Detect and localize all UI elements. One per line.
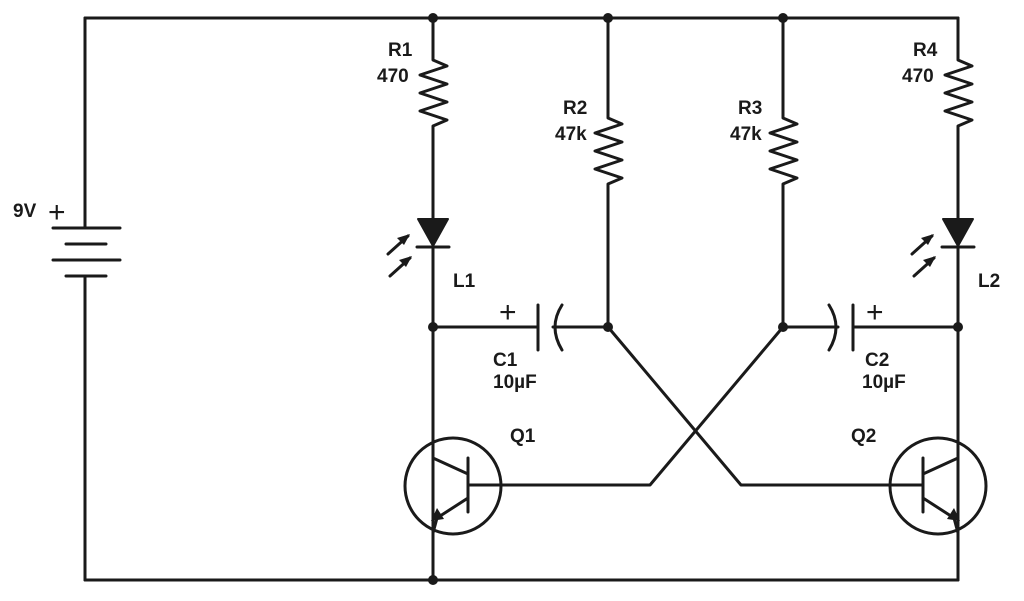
- cross-coupling-wires: [498, 325, 895, 487]
- junction-dot: [603, 322, 613, 332]
- l2-light-arrows-icon: [910, 234, 936, 278]
- r1-name-label: R1: [388, 40, 413, 61]
- led-l2: L2: [910, 218, 1000, 582]
- resistor-r4: R4 470: [902, 16, 974, 220]
- junction-dot: [778, 322, 788, 332]
- junction-dot: [778, 13, 788, 23]
- l1-name-label: L1: [453, 271, 476, 292]
- r3-name-label: R3: [738, 98, 762, 119]
- c1-name-label: C1: [493, 350, 518, 371]
- battery: 9V +: [13, 16, 122, 582]
- resistor-r3: R3 47k: [730, 16, 799, 329]
- l2-name-label: L2: [978, 271, 1000, 292]
- l1-light-arrows-icon: [386, 234, 412, 278]
- r4-name-label: R4: [913, 40, 938, 61]
- junction-dot: [603, 13, 613, 23]
- battery-voltage-label: 9V: [13, 201, 37, 222]
- c1-plus-sign: +: [499, 296, 517, 329]
- r2-name-label: R2: [563, 98, 587, 119]
- r4-value-label: 470: [902, 66, 934, 87]
- junction-dot: [428, 322, 438, 332]
- junction-dots: [428, 13, 963, 585]
- c2-plus-sign: +: [866, 296, 884, 329]
- junction-dot: [953, 322, 963, 332]
- resistor-r2: R2 47k: [555, 16, 624, 329]
- c2-name-label: C2: [865, 350, 889, 371]
- transistor-q2: Q2: [851, 426, 988, 536]
- junction-dot: [428, 575, 438, 585]
- r2-value-label: 47k: [555, 124, 587, 145]
- c2-value-label: 10µF: [862, 372, 906, 393]
- q1-name-label: Q1: [510, 426, 536, 447]
- q2-name-label: Q2: [851, 426, 876, 447]
- led-l1: L1: [386, 218, 476, 582]
- resistor-r1: R1 470: [377, 16, 449, 220]
- c1-value-label: 10µF: [493, 372, 537, 393]
- battery-plus-sign: +: [48, 196, 66, 229]
- junction-dot: [428, 13, 438, 23]
- r1-value-label: 470: [377, 66, 409, 87]
- transistor-q1: Q1: [403, 426, 536, 536]
- r3-value-label: 47k: [730, 124, 762, 145]
- capacitor-c1: + C1 10µF: [431, 296, 610, 393]
- capacitor-c2: + C2 10µF: [781, 296, 960, 393]
